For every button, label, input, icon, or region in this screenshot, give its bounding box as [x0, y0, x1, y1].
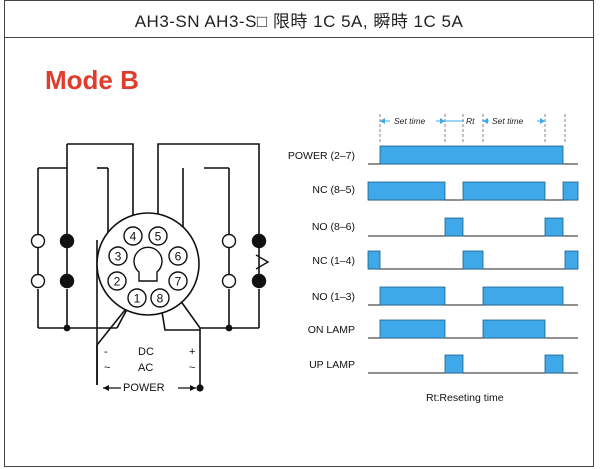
timing-signals	[367, 145, 579, 374]
diagram-frame: AH3-SN AH3-S□ 限時 1C 5A, 瞬時 1C 5A Mode B	[4, 0, 594, 467]
power-legend: - DC + ~ AC ~ POWER	[104, 346, 195, 394]
signal-nc14-1	[367, 250, 381, 270]
terminal-circle-filled	[59, 273, 75, 289]
junction-dot	[196, 384, 204, 392]
signal-nc14-3	[564, 250, 579, 270]
signal-on-lamp-2	[482, 319, 546, 339]
timing-row-labels: POWER (2–7) NC (8–5) NO (8–6) NC (1–4) N…	[288, 150, 355, 371]
junction-dot	[225, 324, 233, 332]
terminal-circle-open	[221, 273, 237, 289]
row-label-no-8-6: NO (8–6)	[312, 221, 355, 233]
pin-7-circle	[168, 271, 188, 291]
pin-6-label: 6	[175, 250, 182, 264]
signal-no13-2	[482, 286, 564, 306]
signal-power-on	[379, 145, 564, 165]
row-label-power: POWER (2–7)	[288, 150, 355, 162]
pin-3-circle	[108, 246, 128, 266]
rt-footnote: Rt:Reseting time	[426, 392, 504, 404]
ac-tilde-right: ~	[189, 362, 195, 374]
signal-up-lamp-1	[444, 354, 464, 374]
signal-nc85-2	[462, 181, 546, 201]
signal-no86-1	[444, 217, 464, 237]
pin-8-label: 8	[157, 292, 164, 306]
power-label: POWER	[123, 382, 165, 394]
terminal-circle-filled	[251, 273, 267, 289]
arrow-left-icon	[103, 385, 109, 391]
pin-5-label: 5	[155, 230, 162, 244]
dc-label: DC	[138, 346, 154, 358]
row-label-nc-8-5: NC (8–5)	[312, 184, 355, 196]
socket-key	[133, 246, 163, 282]
row-label-nc-1-4: NC (1–4)	[312, 255, 355, 267]
pin-7-label: 7	[175, 275, 182, 289]
terminal-circle-open	[30, 233, 46, 249]
pin-2-circle	[107, 271, 127, 291]
rt-label: Rt	[466, 116, 475, 126]
timing-header: Set time Rt Set time	[379, 114, 566, 142]
signal-nc14-2	[462, 250, 484, 270]
pin-5-circle	[148, 226, 168, 246]
row-label-up-lamp: UP LAMP	[309, 359, 355, 371]
signal-no13-1	[379, 286, 446, 306]
delay-arrow-icon	[255, 254, 270, 270]
pin-4-label: 4	[130, 230, 137, 244]
arrow-right-icon	[190, 385, 196, 391]
row-label-no-1-3: NO (1–3)	[312, 291, 355, 303]
signal-nc85-3	[562, 181, 579, 201]
row-label-on-lamp: ON LAMP	[308, 324, 355, 336]
junction-dot	[63, 324, 71, 332]
pin-1-label: 1	[134, 292, 141, 306]
pin-2-label: 2	[114, 275, 121, 289]
signal-on-lamp-1	[379, 319, 446, 339]
terminal-circle-filled	[251, 233, 267, 249]
page-header: AH3-SN AH3-S□ 限時 1C 5A, 瞬時 1C 5A	[5, 1, 593, 38]
set-time-label-2: Set time	[492, 116, 523, 126]
signal-up-lamp-2	[544, 354, 564, 374]
signal-no86-2	[544, 217, 564, 237]
pin-4-circle	[123, 226, 143, 246]
ac-label: AC	[138, 362, 153, 374]
power-plus-label: +	[189, 346, 195, 358]
header-title: AH3-SN AH3-S□ 限時 1C 5A, 瞬時 1C 5A	[134, 11, 464, 31]
set-time-label-1: Set time	[394, 116, 425, 126]
pin-6-circle	[168, 246, 188, 266]
pin-3-label: 3	[115, 250, 122, 264]
pin-1-circle	[127, 288, 147, 308]
power-minus-label: -	[104, 346, 108, 358]
terminal-circle-filled	[59, 233, 75, 249]
terminal-circle-open	[221, 233, 237, 249]
mode-title: Mode B	[45, 65, 139, 95]
ac-tilde-left: ~	[104, 362, 110, 374]
pin-8-circle	[150, 288, 170, 308]
terminal-circle-open	[30, 273, 46, 289]
signal-nc85-1	[367, 181, 446, 201]
socket-pins: 1 2 3 4 5 6 7 8	[107, 226, 188, 308]
